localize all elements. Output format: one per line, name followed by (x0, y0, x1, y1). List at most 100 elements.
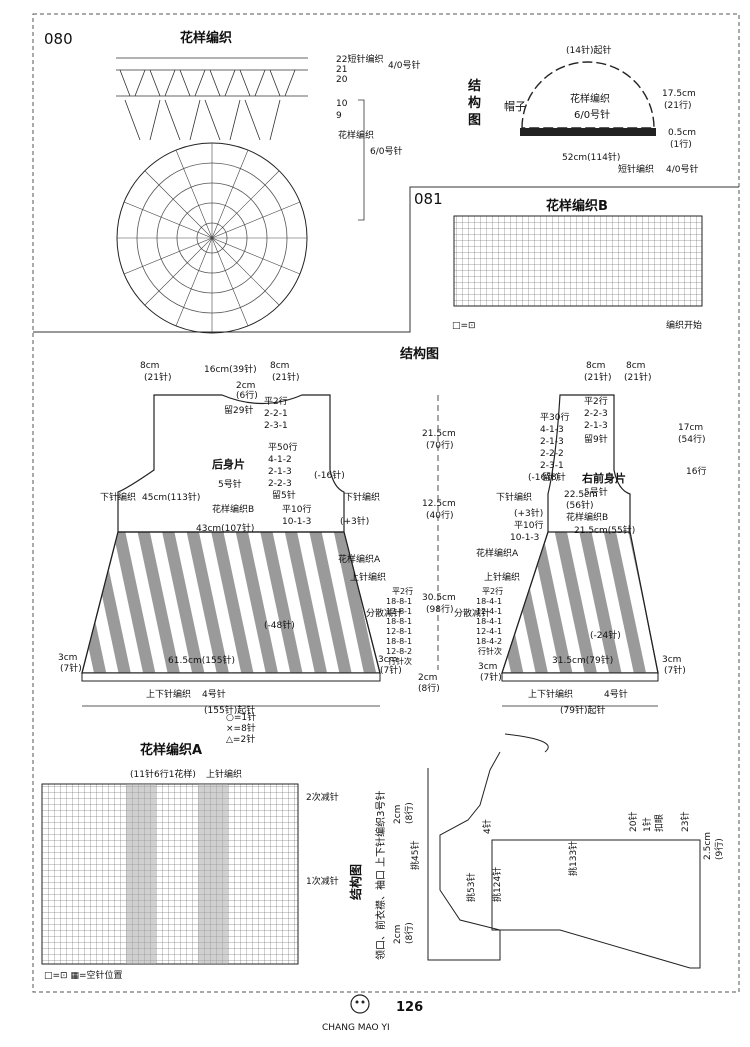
front-minus24: (-24针) (590, 629, 621, 641)
front-piece (501, 394, 659, 682)
back-plus3-b: 10-1-3 (282, 517, 311, 527)
h4: 2cm (418, 673, 437, 683)
note-pattern: 花样编织 (338, 129, 374, 141)
edging-k: 23针 (679, 812, 691, 832)
front-hem: 31.5cm(79针) (552, 654, 613, 666)
back-dec-row-3: 18-8-1 (386, 617, 412, 626)
chart-a-dec2: 2次减针 (306, 791, 339, 803)
edging-f: 挑133针 (567, 841, 579, 876)
back-bust: 45cm(113针) (142, 491, 200, 503)
hat-needle: 6/0号针 (574, 108, 610, 121)
back-dec-row-5: 18-8-1 (386, 637, 412, 646)
legend-2: △=2针 (226, 733, 255, 745)
edging-title: 结构图 (348, 864, 363, 900)
front-hem-r-st: (7针) (664, 664, 686, 676)
section-id-080: 080 (44, 30, 73, 48)
back-yoke: 花样编织B (212, 503, 254, 515)
hat-part: 帽子 (504, 100, 526, 113)
back-hem-l: 3cm (58, 653, 77, 663)
front-dec-row-1: 18-4-1 (476, 597, 502, 606)
back-neck-dec-0: 平2行 (264, 395, 288, 407)
front-waist: 21.5cm(55针) (574, 524, 635, 536)
back-arm-dec-3: 2-2-3 (268, 479, 292, 489)
back-shoulder-r-st: (21针) (272, 371, 299, 383)
front-bust-st: (56针) (566, 499, 593, 511)
note-10: 10 (336, 99, 348, 109)
main-title: 结构图 (400, 346, 439, 362)
back-needle: 5号针 (218, 478, 242, 490)
front-hem-l-st: (7针) (480, 671, 502, 683)
chart-b-legend: □=⊡ (452, 321, 476, 331)
hat-brim-h: 0.5cm (668, 128, 696, 138)
edging-n: 2cm (393, 925, 403, 944)
back-rows-circle: 行针次 (388, 656, 412, 666)
back-dec-row-4: 12-8-1 (386, 627, 412, 636)
front-dec-row-0: 平2行 (482, 586, 503, 596)
front-side: 16行 (686, 465, 706, 477)
hat-title-2: 构 (468, 95, 481, 111)
h3: 30.5cm (422, 593, 456, 603)
legend-1: ×=8针 (226, 722, 256, 734)
front-dec-row-5: 18-4-2 (476, 637, 502, 646)
front-neck-keep: 留8针 (542, 471, 566, 483)
hat-brim-stitch: 短针编织 (618, 163, 654, 175)
h1r: (70行) (426, 439, 453, 451)
crochet-top-rows (116, 57, 308, 141)
h2r: (40行) (426, 509, 453, 521)
front-arm-dec-2: 2-1-3 (584, 421, 608, 431)
back-edge-l: 下针编织 (100, 491, 136, 503)
chart-a-col-2 (198, 784, 228, 964)
back-minus16: (-16针) (314, 469, 345, 481)
back-dec-row-1: 18-8-1 (386, 597, 412, 606)
needle-6-0: 6/0号针 (370, 145, 403, 157)
front-needle: 5号针 (584, 486, 608, 498)
edging-caption: 领口、前衣襟、袖口 上下针编织3号针 (374, 790, 387, 960)
back-dec-row-0: 平2行 (392, 586, 413, 596)
hat-shape (521, 61, 655, 129)
edging-i: 1针 (641, 817, 653, 832)
back-neck: 16cm(39针) (204, 363, 257, 375)
section-divider (33, 186, 739, 333)
front-shoulder-l-st: (21针) (584, 371, 611, 383)
page-number: 126 (396, 1000, 423, 1015)
edging-e: 挑124针 (491, 867, 503, 902)
page-frame (32, 13, 740, 993)
chart-b-title: 花样编织B (546, 198, 608, 214)
hat-title-3: 图 (468, 113, 481, 128)
back-arm-keep: 留5针 (272, 489, 296, 501)
back-arm-dec-1: 4-1-2 (268, 455, 292, 465)
back-dec-row-6: 12-8-2 (386, 647, 412, 656)
edging-o: (8行) (403, 922, 415, 944)
front-neck-dec-3: 2-2-2 (540, 449, 564, 459)
bracket-080 (358, 99, 365, 221)
front-neck-dec-2: 2-1-3 (540, 437, 564, 447)
back-dec-row-2: 12-8-1 (386, 607, 412, 616)
front-dec-row-4: 12-4-1 (476, 627, 502, 636)
edging-b: (8行) (403, 802, 415, 824)
hat-height-rows: (21行) (664, 99, 691, 111)
chart-a-upper: 上针编织 (206, 768, 242, 780)
back-skirt-pattern: 花样编织A (338, 553, 381, 565)
front-name: 右前身片 (581, 471, 626, 485)
back-upper-knit: 上针编织 (350, 571, 386, 583)
back-edge-r: 下针编织 (344, 491, 380, 503)
front-dec-row-2: 12-4-1 (476, 607, 502, 616)
front-shoulder-l: 8cm (586, 361, 605, 371)
back-arm-dec-2: 2-1-3 (268, 467, 292, 477)
brand-name: CHANG MAO YI (322, 1023, 390, 1033)
back-plus3-a: 平10行 (282, 503, 311, 515)
front-upper-knit: 上针编织 (484, 571, 520, 583)
front-arm-dec-0: 平2行 (584, 395, 608, 407)
edging-m: (9行) (713, 838, 725, 860)
front-bust: 22.5cm (564, 490, 598, 500)
hat-brim-needle: 4/0号针 (666, 163, 699, 175)
front-hem-r: 3cm (662, 655, 681, 665)
hat-height: 17.5cm (662, 89, 696, 99)
front-yoke: 花样编织B (566, 511, 608, 523)
front-skirt-pattern: 花样编织A (476, 547, 519, 559)
back-piece (81, 394, 381, 682)
edging-c: 挑45针 (409, 841, 421, 870)
back-arm-dec-0: 平50行 (268, 441, 297, 453)
h4r: (8行) (418, 682, 440, 694)
back-neck-dec-1: 2-2-1 (264, 409, 288, 419)
